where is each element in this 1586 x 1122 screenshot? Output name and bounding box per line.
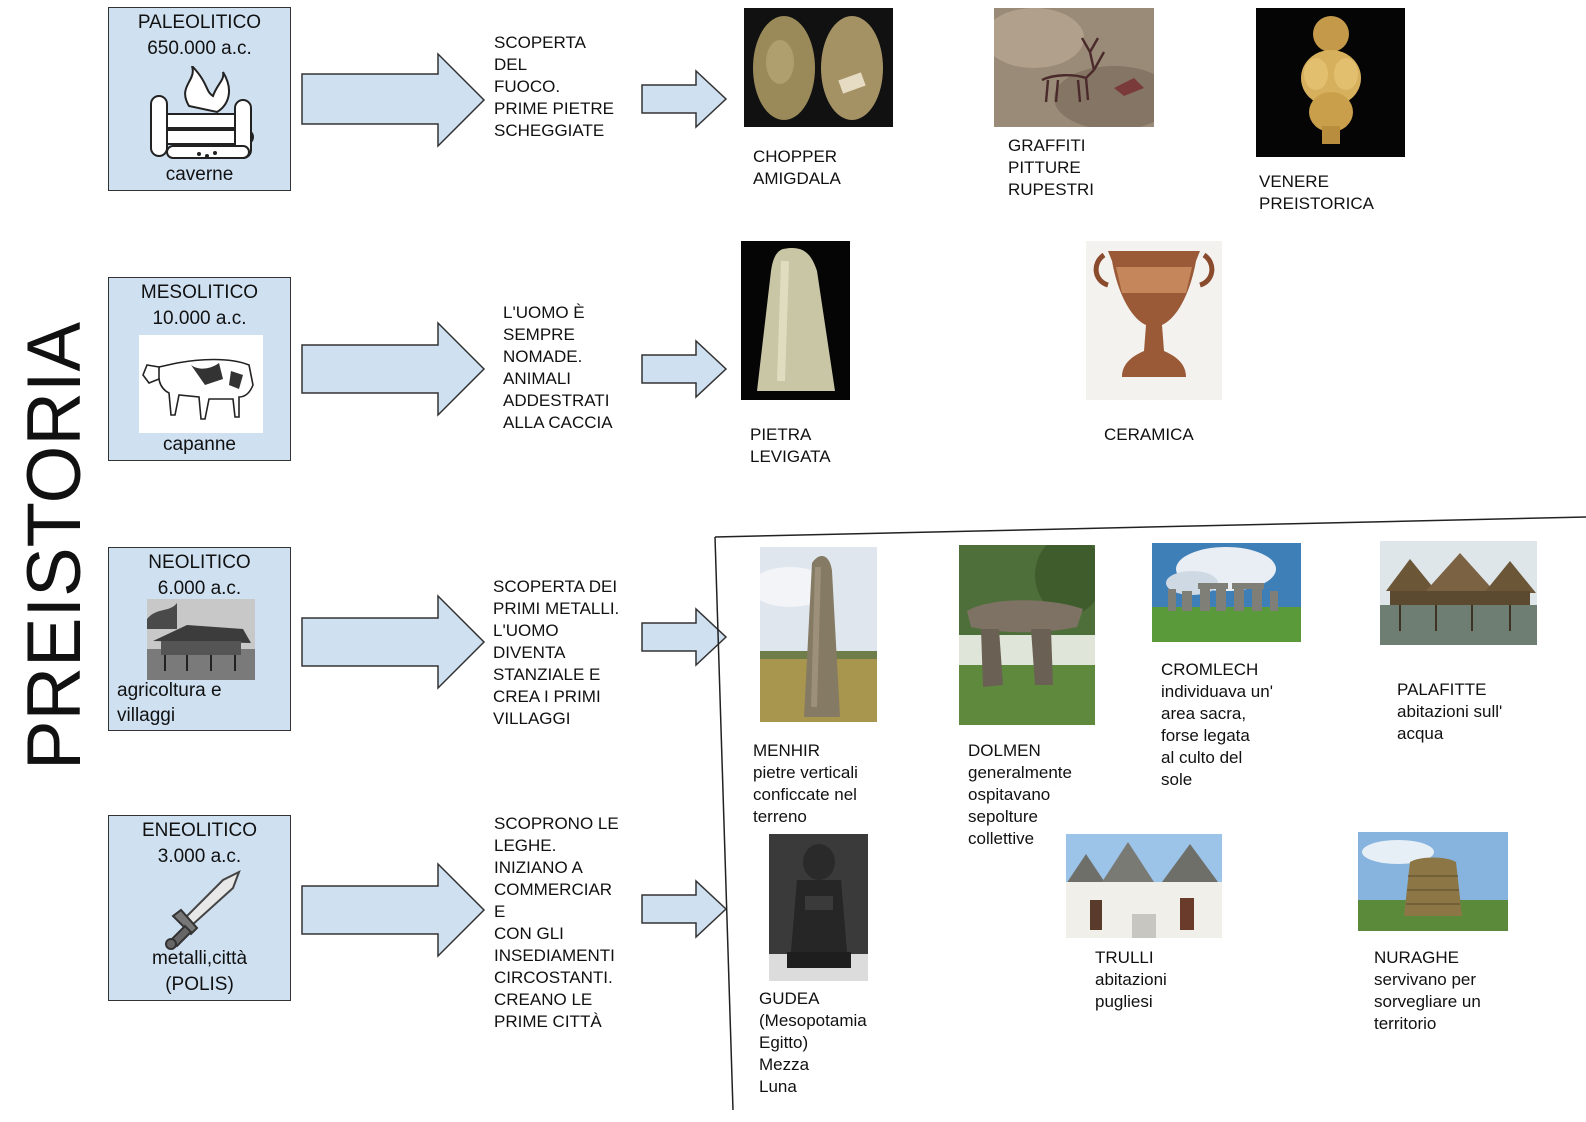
era-name: NEOLITICO: [148, 552, 251, 573]
vertical-title: PREISTORIA: [12, 318, 97, 773]
caption-chopper: CHOPPER AMIGDALA: [753, 147, 841, 188]
nuraghe-image: [1358, 832, 1508, 931]
era-date: 10.000 a.c.: [152, 308, 247, 329]
era-box-mesolitico: MESOLITICO 10.000 a.c. capanne: [108, 277, 291, 461]
era-box-neolitico: NEOLITICO 6.000 a.c. agricoltura e villa…: [108, 547, 291, 731]
caption-pietra: PIETRA LEVIGATA: [750, 425, 831, 466]
big-arrow-2: [301, 321, 486, 417]
era-box-eneolitico: ENEOLITICO 3.000 a.c. metalli,città (POL…: [108, 815, 291, 1001]
caption-trulli: TRULLI abitazioni pugliesi: [1095, 948, 1167, 1011]
chopper-image: [744, 8, 893, 127]
era-name: MESOLITICO: [140, 282, 259, 303]
era-name: ENEOLITICO: [141, 820, 258, 841]
menhir-image: [760, 547, 877, 722]
era-box-paleolitico: PALEOLITICO 650.000 a.c. caverne: [108, 7, 291, 191]
big-arrow-3: [301, 594, 486, 690]
campfire-icon: [150, 66, 254, 159]
gudea-statue-image: [769, 834, 868, 981]
era-description-mesolitico: L'UOMO È SEMPRE NOMADE. ANIMALI ADDESTRA…: [503, 303, 613, 432]
era-date: 3.000 a.c.: [157, 846, 242, 867]
cow-icon: [139, 335, 263, 433]
stonehenge-image: [1152, 543, 1301, 642]
caption-cromlech: CROMLECH individuava un' area sacra, for…: [1161, 660, 1273, 789]
stilt-house-image: [1380, 541, 1537, 645]
era-description-neolitico: SCOPERTA DEI PRIMI METALLI. L'UOMO DIVEN…: [493, 577, 620, 728]
era-home: caverne: [165, 164, 234, 185]
big-arrow-1: [301, 52, 486, 148]
era-date: 650.000 a.c.: [147, 38, 252, 59]
era-name: PALEOLITICO: [137, 12, 262, 33]
era-description-paleolitico: SCOPERTA DEL FUOCO. PRIME PIETRE SCHEGGI…: [494, 33, 614, 140]
caption-menhir: MENHIR pietre verticali conficcate nel t…: [753, 741, 858, 826]
caption-palafitte: PALAFITTE abitazioni sull' acqua: [1397, 680, 1503, 743]
venus-image: [1256, 8, 1405, 157]
era-home: agricoltura e villaggi: [117, 680, 222, 726]
era-home: metalli,città (POLIS): [151, 948, 248, 995]
trulli-image: [1066, 834, 1222, 938]
page-title: PREISTORIA: [20, 322, 90, 770]
caption-gudea: GUDEA (Mesopotamia Egitto) Mezza Luna: [759, 989, 867, 1096]
caption-graffiti: GRAFFITI PITTURE RUPESTRI: [1008, 136, 1094, 199]
era-date: 6.000 a.c.: [157, 578, 242, 599]
caption-ceramica: CERAMICA: [1104, 425, 1194, 444]
sword-icon: [165, 869, 241, 950]
ceramic-vase-image: [1086, 241, 1222, 400]
caption-nuraghe: NURAGHE servivano per sorvegliare un ter…: [1374, 948, 1481, 1033]
caption-dolmen: DOLMEN generalmente ospitavano sepolture…: [968, 741, 1072, 848]
small-arrow-4: [641, 879, 728, 939]
caption-venere: VENERE PREISTORICA: [1259, 172, 1374, 213]
dolmen-image: [959, 545, 1095, 725]
hut-village-icon: [147, 599, 255, 680]
small-arrow-2: [641, 339, 728, 399]
era-home: capanne: [163, 434, 236, 455]
big-arrow-4: [301, 862, 486, 958]
cave-painting-image: [994, 8, 1154, 127]
small-arrow-1: [641, 69, 728, 129]
small-arrow-3: [641, 607, 728, 667]
era-description-eneolitico: SCOPRONO LE LEGHE. INIZIANO A COMMERCIAR…: [494, 814, 619, 1031]
polished-stone-image: [741, 241, 850, 400]
